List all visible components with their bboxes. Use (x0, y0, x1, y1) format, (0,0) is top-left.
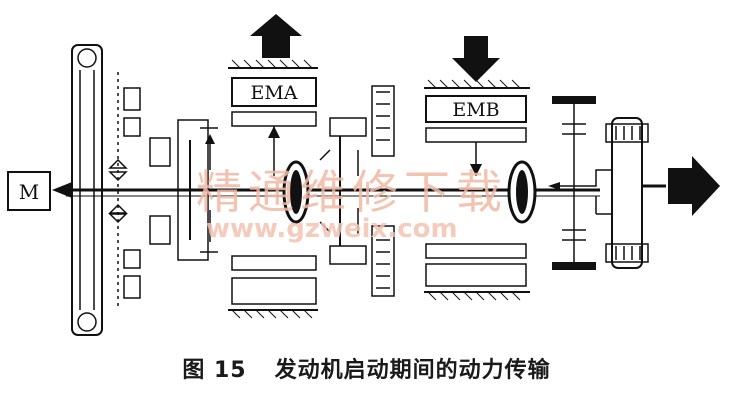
motor-block: M (7, 171, 51, 211)
clutch-a (177, 119, 218, 261)
arrow-up-icon (250, 14, 302, 58)
figure-title: 发动机启动期间的动力传输 (274, 358, 551, 383)
disc-b (507, 160, 537, 224)
watermark-url: www.gzweix.com (206, 214, 458, 244)
powertrain-diagram: M (7, 14, 720, 336)
arrow-down-icon (452, 36, 500, 82)
arrow-right-icon (668, 156, 720, 216)
left-gear-set (108, 72, 171, 310)
emb-block: EMB (424, 36, 530, 301)
disc-a (282, 160, 310, 224)
ema-block: EMA (228, 14, 318, 319)
chain-drive (71, 44, 103, 336)
watermark-site-name: 精通维修下载 (196, 165, 508, 219)
right-gear-set (548, 96, 612, 270)
motor-label: M (19, 180, 39, 204)
output-drum (605, 117, 666, 269)
ema-label: EMA (250, 82, 297, 104)
arrow-left-icon (52, 182, 72, 198)
figure-caption: 图 15 发动机启动期间的动力传输 (0, 352, 733, 384)
middle-gear-set (319, 85, 395, 297)
emb-label: EMB (452, 99, 499, 121)
figure-number: 图 15 (182, 358, 247, 383)
